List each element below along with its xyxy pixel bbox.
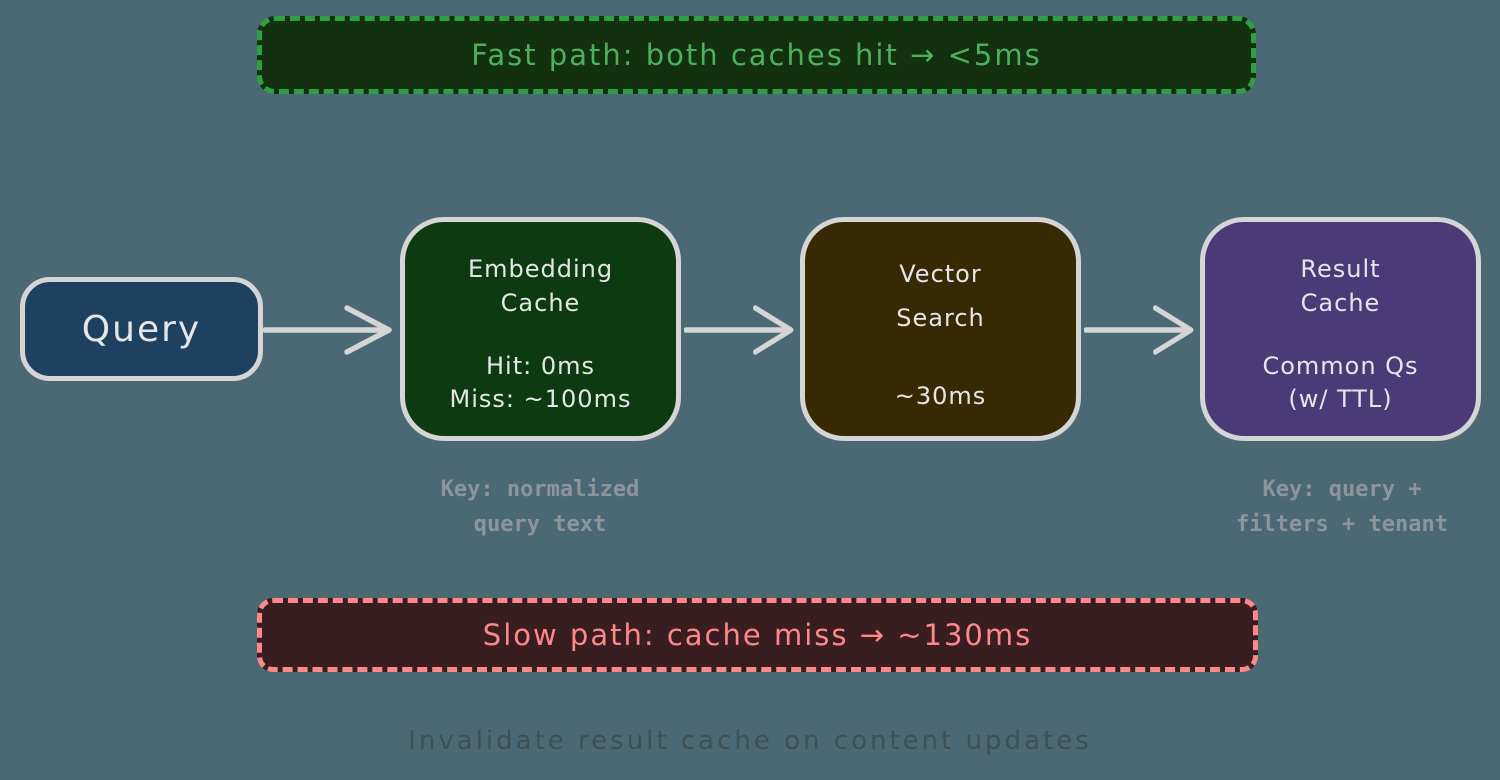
node-vector-search: Vector Search ~30ms <box>800 217 1081 441</box>
result-cache-key-note-line1: Key: query + <box>1262 477 1422 502</box>
result-cache-key-note: Key: query + filters + tenant <box>1192 472 1492 542</box>
fast-path-label: Fast path: both caches hit → <5ms <box>471 38 1042 72</box>
slow-path-banner: Slow path: cache miss → ~130ms <box>257 598 1258 672</box>
vector-search-latency-stat: ~30ms <box>894 382 987 410</box>
invalidation-footer-note: Invalidate result cache on content updat… <box>408 726 1092 756</box>
embedding-cache-title: Embedding Cache <box>468 252 613 320</box>
embedding-cache-hit-stat: Hit: 0ms <box>486 352 595 380</box>
fast-path-banner: Fast path: both caches hit → <5ms <box>257 16 1256 94</box>
embedding-cache-miss-stat: Miss: ~100ms <box>449 385 632 413</box>
embedding-cache-key-note: Key: normalized query text <box>390 472 690 542</box>
embedding-cache-key-note-line1: Key: normalized <box>440 477 640 502</box>
arrow-right-icon <box>684 300 797 360</box>
result-cache-title-line1: Result <box>1300 255 1381 283</box>
embedding-cache-title-line1: Embedding <box>467 255 614 283</box>
arrow-right-icon <box>263 300 396 360</box>
result-cache-stats: Common Qs (w/ TTL) <box>1262 350 1418 416</box>
result-cache-title-line2: Cache <box>1300 289 1381 317</box>
result-cache-title: Result Cache <box>1300 252 1380 320</box>
arrow-right-icon <box>1084 300 1197 360</box>
query-label: Query <box>81 308 202 350</box>
node-result-cache: Result Cache Common Qs (w/ TTL) <box>1200 217 1481 441</box>
vector-search-title: Vector Search <box>896 252 984 340</box>
node-query: Query <box>20 277 263 381</box>
vector-search-title-line1: Vector <box>899 260 982 288</box>
embedding-cache-key-note-line2: query text <box>473 512 607 537</box>
node-embedding-cache: Embedding Cache Hit: 0ms Miss: ~100ms <box>400 217 681 441</box>
slow-path-label: Slow path: cache miss → ~130ms <box>482 618 1033 652</box>
embedding-cache-stats: Hit: 0ms Miss: ~100ms <box>450 350 632 416</box>
result-cache-key-note-line2: filters + tenant <box>1236 512 1448 537</box>
vector-search-title-line2: Search <box>896 304 985 332</box>
embedding-cache-title-line2: Cache <box>500 289 581 317</box>
result-cache-ttl-stat: (w/ TTL) <box>1288 385 1393 413</box>
result-cache-common-qs-stat: Common Qs <box>1262 352 1419 380</box>
vector-search-stats: ~30ms <box>895 380 987 413</box>
